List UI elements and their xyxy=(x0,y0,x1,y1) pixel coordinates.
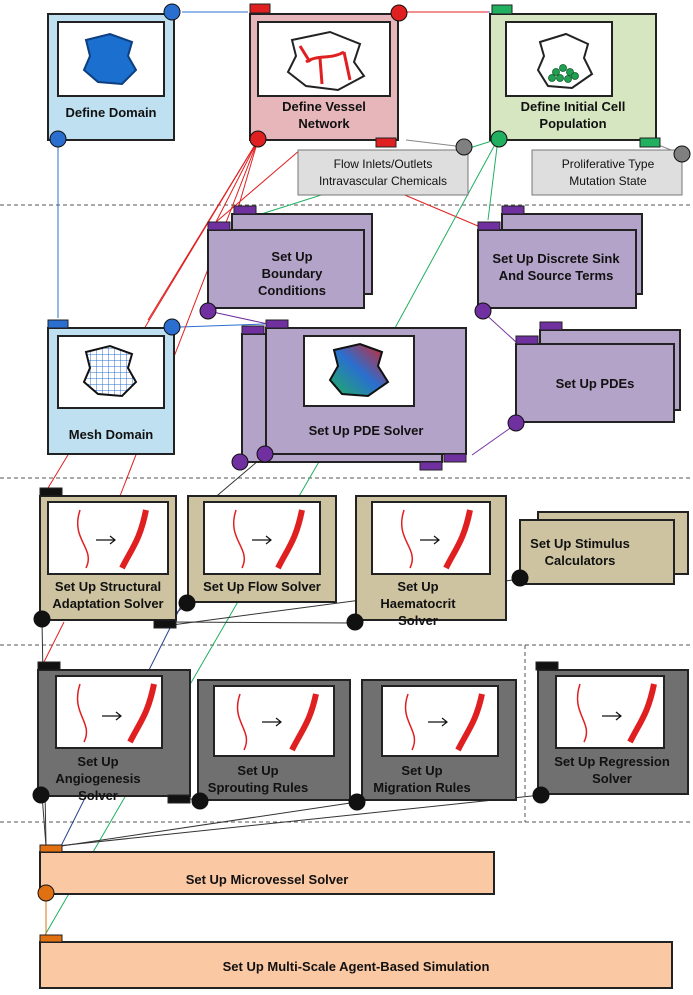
node-pde-solver xyxy=(241,319,467,471)
edge-vessel-to-bc-3 xyxy=(215,149,301,223)
node-define-vessel-network xyxy=(249,3,399,148)
node-multiscale-simulation xyxy=(39,934,673,989)
vessel-domain-outline-icon xyxy=(286,30,366,92)
label-flow-solver: Set Up Flow Solver xyxy=(203,579,321,594)
label-stimulus-calculators: Set Up Stimulus Calculators xyxy=(530,536,630,568)
node-sink-source xyxy=(477,205,643,309)
node-flow-solver xyxy=(187,495,337,603)
label-define-domain: Define Domain xyxy=(65,105,157,120)
port-bc xyxy=(199,302,217,320)
label-multiscale-simulation: Set Up Multi-Scale Agent-Based Simulatio… xyxy=(222,959,490,974)
domain-shape-icon xyxy=(82,32,138,86)
note-flow-inlets-box xyxy=(297,149,469,196)
edge-vessel-to-bc-1 xyxy=(215,139,259,223)
port-domain-bottom xyxy=(49,130,67,148)
edge-bc-to-pde xyxy=(207,310,269,325)
port-sink xyxy=(474,302,492,320)
edge-haem-to-structural xyxy=(171,621,356,624)
vessel-tab xyxy=(249,3,271,14)
edge-cells-to-sink xyxy=(487,138,499,221)
note-proliferative-box xyxy=(531,149,683,196)
node-structural-adaptation xyxy=(39,487,177,629)
mesh-grid-icon xyxy=(82,344,138,398)
port-mig xyxy=(348,793,366,811)
node-migration-rules xyxy=(361,679,517,801)
edge-vessel-to-sink xyxy=(399,192,479,227)
structural-tab xyxy=(39,487,63,497)
port-note1 xyxy=(455,138,473,156)
label-microvessel-solver: Set Up Microvessel Solver xyxy=(185,872,349,887)
label-mesh-domain: Mesh Domain xyxy=(68,427,154,442)
port-vessel-bottom xyxy=(249,130,267,148)
edge-angio-to-micro xyxy=(41,794,47,847)
port-micro xyxy=(37,884,55,902)
node-sprouting-rules xyxy=(197,679,351,801)
cell-domain-outline-icon xyxy=(536,32,594,90)
node-regression-solver xyxy=(535,661,689,795)
label-pde-solver: Set Up PDE Solver xyxy=(308,423,424,438)
port-vessel-top xyxy=(390,4,408,22)
label-migration-rules: Set Up Migration Rules xyxy=(373,763,471,795)
label-sprouting-rules: Set Up Sprouting Rules xyxy=(207,763,309,795)
port-structural xyxy=(33,610,51,628)
radius-curve-thick-icon xyxy=(119,509,149,570)
port-sprout xyxy=(191,792,209,810)
pde-field-icon xyxy=(328,342,390,398)
structural-tab-bottom xyxy=(153,619,177,629)
port-flow xyxy=(178,594,196,612)
node-define-initial-cell-population xyxy=(489,4,661,148)
label-haematocrit-solver: Set Up Haematocrit Solver xyxy=(380,579,456,628)
node-mesh-domain xyxy=(47,319,175,455)
edge-regr-to-micro xyxy=(47,794,542,848)
port-pdes xyxy=(507,414,525,432)
edge-note-to-vessel xyxy=(405,139,465,148)
port-cells xyxy=(490,130,508,148)
mesh-tab xyxy=(47,319,69,329)
label-regression-solver: Set Up Regression Solver xyxy=(554,754,670,786)
label-define-vessel-network: Define Vessel Network xyxy=(282,99,366,131)
ports xyxy=(32,3,691,902)
port-stim xyxy=(511,569,529,587)
node-define-domain xyxy=(47,13,175,141)
label-angiogenesis-solver: Set Up Angiogenesis Solver xyxy=(55,754,141,803)
node-haematocrit-solver xyxy=(355,495,507,621)
cells-icon xyxy=(548,64,579,83)
label-pdes: Set Up PDEs xyxy=(555,376,635,391)
radius-curve-thin-icon xyxy=(76,509,90,569)
edge-mesh-to-pde xyxy=(179,323,266,328)
vessel-tab-bottom xyxy=(375,137,397,148)
label-structural-adaptation: Set Up Structural Adaptation Solver xyxy=(52,579,164,611)
port-regr xyxy=(532,786,550,804)
vessel-network-icon xyxy=(298,45,352,85)
edge-pdes-to-pde xyxy=(471,423,517,456)
node-microvessel-solver xyxy=(39,844,495,895)
port-note2 xyxy=(673,145,691,163)
layer-dividers xyxy=(0,204,693,823)
note-flow-inlets-text: Flow Inlets/Outlets Intravascular Chemic… xyxy=(318,157,448,188)
cells-tab xyxy=(491,4,513,15)
label-define-initial-cell-population: Define Initial Cell Population xyxy=(520,99,626,131)
arrow-icon xyxy=(96,535,116,545)
label-boundary-conditions: Set Up Boundary Conditions xyxy=(258,249,326,298)
cells-tab-bottom xyxy=(639,137,661,148)
node-pdes xyxy=(515,321,681,423)
port-domain xyxy=(163,3,181,21)
port-haem xyxy=(346,613,364,631)
port-pde-1 xyxy=(231,453,249,471)
note-proliferative-text: Proliferative Type Mutation State xyxy=(561,157,655,188)
edge-mig-to-micro xyxy=(47,801,358,849)
port-angio xyxy=(32,786,50,804)
port-mesh xyxy=(163,318,181,336)
edge-cells-to-pde xyxy=(394,138,499,329)
edge-structural-to-angio xyxy=(43,621,65,663)
label-sink-source: Set Up Discrete Sink And Source Terms xyxy=(492,251,620,283)
node-boundary-conditions xyxy=(207,205,373,309)
port-pde-2 xyxy=(256,445,274,463)
node-stimulus-calculators xyxy=(519,511,689,585)
node-angiogenesis-solver xyxy=(37,661,191,804)
